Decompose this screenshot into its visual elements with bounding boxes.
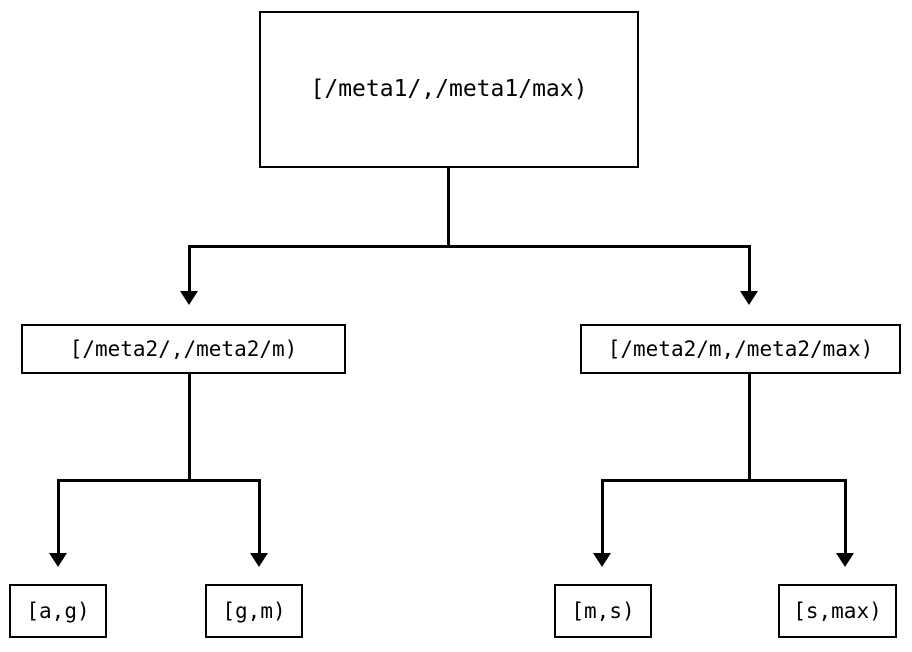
edge-root-bar — [188, 245, 751, 248]
node-root[interactable]: [/meta1/,/meta1/max) — [259, 11, 639, 168]
node-leaf-ms[interactable]: [m,s) — [554, 584, 652, 638]
node-root-label: [/meta1/,/meta1/max) — [310, 76, 588, 102]
edge-mid-right-bar — [601, 479, 847, 482]
node-mid-left-label: [/meta2/,/meta2/m) — [69, 336, 298, 361]
arrowhead-mid-right-icon — [740, 291, 758, 305]
arrowhead-leaf-gm-icon — [250, 553, 268, 567]
arrowhead-leaf-ag-icon — [49, 553, 67, 567]
edge-root-stem — [447, 168, 450, 248]
arrowhead-leaf-smax-icon — [836, 553, 854, 567]
node-leaf-gm[interactable]: [g,m) — [205, 584, 303, 638]
edge-mid-right-to-leaf-smax — [844, 479, 847, 554]
node-leaf-smax[interactable]: [s,max) — [778, 584, 897, 638]
edge-mid-left-bar — [57, 479, 261, 482]
edge-mid-left-to-leaf-gm — [258, 479, 261, 554]
arrowhead-leaf-ms-icon — [593, 553, 611, 567]
node-leaf-gm-label: [g,m) — [222, 598, 286, 623]
edge-mid-right-stem — [748, 374, 751, 482]
node-mid-right-label: [/meta2/m,/meta2/max) — [607, 336, 874, 361]
node-leaf-ag-label: [a,g) — [26, 598, 90, 623]
arrowhead-mid-left-icon — [180, 291, 198, 305]
edge-mid-left-to-leaf-ag — [57, 479, 60, 554]
node-mid-right[interactable]: [/meta2/m,/meta2/max) — [580, 324, 901, 374]
node-leaf-ag[interactable]: [a,g) — [9, 584, 107, 638]
node-leaf-smax-label: [s,max) — [793, 598, 882, 623]
node-leaf-ms-label: [m,s) — [571, 598, 635, 623]
edge-root-to-mid-left — [188, 245, 191, 292]
node-mid-left[interactable]: [/meta2/,/meta2/m) — [21, 324, 346, 374]
edge-root-to-mid-right — [748, 245, 751, 292]
edge-mid-left-stem — [188, 374, 191, 482]
edge-mid-right-to-leaf-ms — [601, 479, 604, 554]
